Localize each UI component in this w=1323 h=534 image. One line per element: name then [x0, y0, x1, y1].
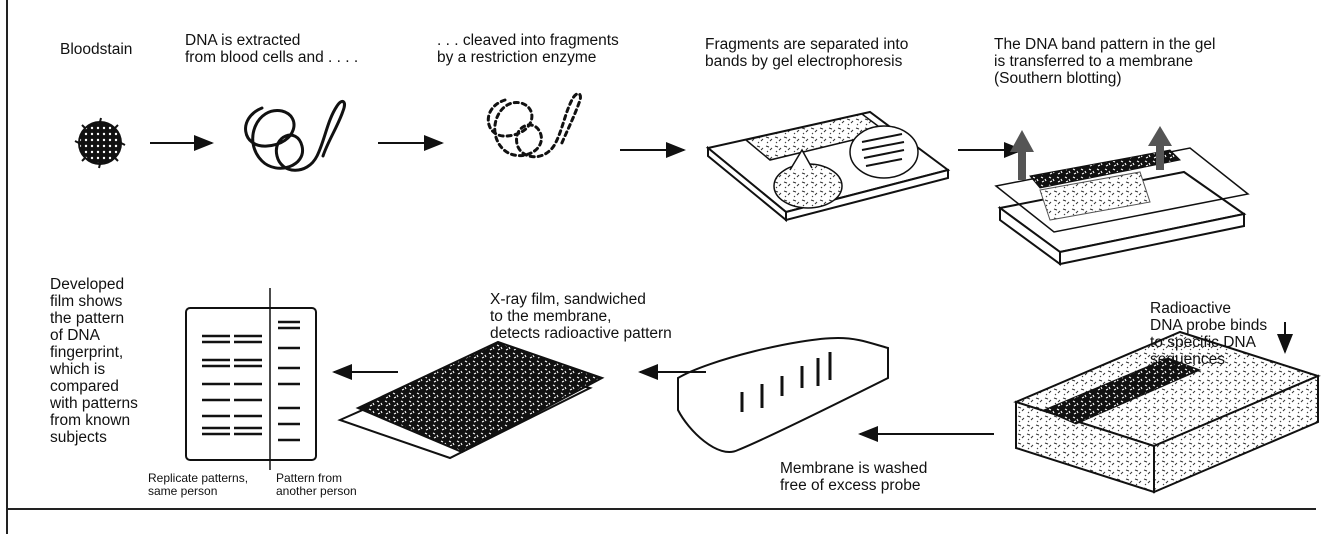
dna-strand-icon — [246, 101, 345, 170]
dna-fragments-icon — [488, 94, 580, 157]
developed-film-icon — [186, 288, 316, 470]
membrane-icon — [678, 338, 888, 452]
step-cleave-label: . . . cleaved into fragments by a restri… — [437, 32, 619, 66]
replicate-caption: Replicate patterns, same person — [148, 472, 248, 498]
step-wash-label: Membrane is washed free of excess probe — [780, 460, 927, 494]
gel-electrophoresis-icon — [708, 112, 948, 220]
step-extract-label: DNA is extracted from blood cells and . … — [185, 32, 358, 66]
step-bloodstain-label: Bloodstain — [60, 41, 132, 58]
step-probe-label: Radioactive DNA probe binds to specific … — [1150, 300, 1267, 368]
step-electrophoresis-label: Fragments are separated into bands by ge… — [705, 36, 908, 70]
step-blotting-label: The DNA band pattern in the gel is trans… — [994, 36, 1215, 87]
bloodstain-icon — [75, 118, 125, 168]
southern-blotting-icon — [996, 126, 1248, 264]
step-xray-label: X-ray film, sandwiched to the membrane, … — [490, 291, 672, 342]
step-developed-label: Developed film shows the pattern of DNA … — [50, 276, 138, 446]
xray-film-icon — [340, 342, 602, 458]
other-person-caption: Pattern from another person — [276, 472, 357, 498]
